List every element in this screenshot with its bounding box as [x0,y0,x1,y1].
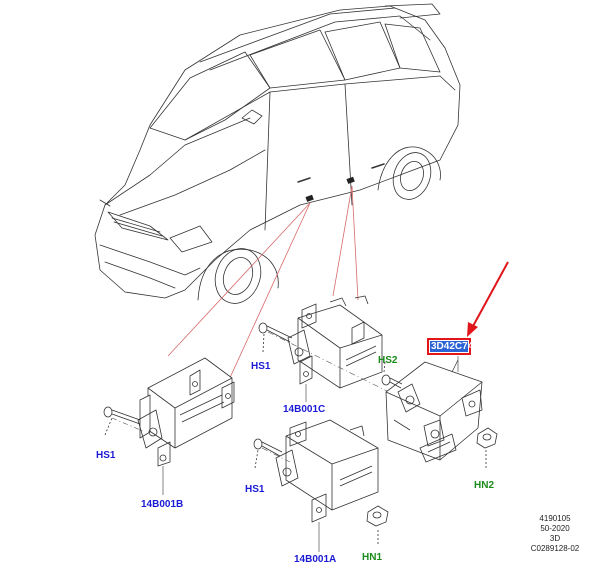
red-arrow [467,261,509,337]
highlight-box: 3D42C74 [427,338,474,355]
nut-hn2 [476,427,498,468]
reference-block: 4190105 50-2020 3D C0289128-02 [519,514,591,554]
label-14b001c: 14B001C [283,404,326,415]
label-hs1-mid-bottom: HS1 [245,484,265,495]
reference-line-2: 50-2020 [540,524,570,533]
location-leader-lines [167,185,359,383]
module-14b001b [137,357,235,467]
callout-leaders [162,356,459,552]
reference-line-3: 3D [549,534,561,543]
vehicle-illustration [94,3,461,304]
label-hn1: HN1 [362,552,383,563]
screw-hs1-mid-top [258,322,293,353]
screw-hs1-left [103,406,141,436]
label-hs2: HS2 [378,355,398,366]
reference-line-1: 4190105 [539,514,571,523]
label-hs1-left: HS1 [96,450,116,461]
screw-hs2 [381,361,403,389]
vehicle-module-markers [305,176,355,202]
screw-hs1-mid-bottom [253,438,283,469]
nut-hn1 [366,505,389,546]
centerline [261,447,291,463]
label-hs1-mid-top: HS1 [251,361,271,372]
label-hn2: HN2 [474,480,495,491]
module-14b001c [287,295,383,389]
centerline [267,331,396,396]
label-14b001a: 14B001A [294,554,337,565]
label-14b001b: 14B001B [141,499,184,510]
module-14b001a [275,419,379,523]
module-3d42c74 [385,359,483,463]
reference-line-4: C0289128-02 [530,544,580,553]
label-3d42c74: 3D42C74 [430,341,474,352]
